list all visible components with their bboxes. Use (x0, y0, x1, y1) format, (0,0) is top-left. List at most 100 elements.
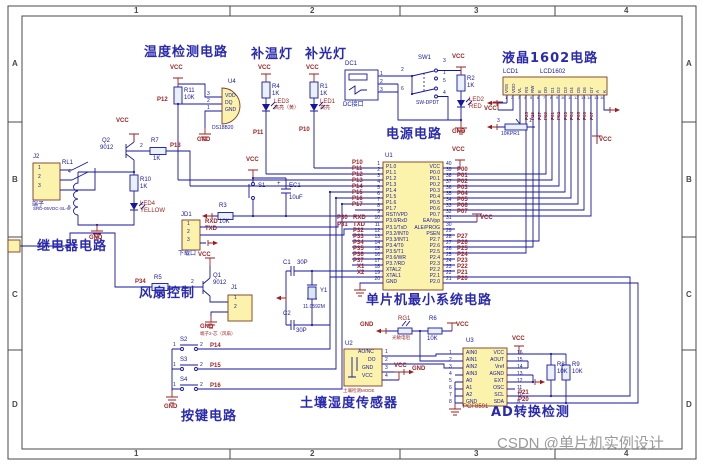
lcd-10: 10 (561, 95, 566, 100)
adc-scl: SCL (494, 392, 504, 398)
mcu-p03: P03 (457, 185, 468, 191)
adc-9: 9 (517, 399, 520, 405)
fan-vcc: VCC (198, 252, 211, 258)
led1-diode (310, 104, 318, 111)
lcd-d7: D7 (589, 87, 594, 93)
mcu-p3.1-txd: P3.1/TxD (386, 225, 407, 231)
lamps-led1: LED1 (320, 99, 336, 105)
lcd-8: 8 (550, 95, 553, 100)
download-port-3: 3 (187, 237, 190, 243)
relay-9012: 9012 (100, 145, 114, 151)
mcu-p37: P37 (353, 258, 364, 264)
lamps-vcc: VCC (258, 65, 271, 71)
reset-10uf: 10uF (289, 195, 303, 201)
mcu-p35: P35 (353, 246, 364, 252)
soil-u2-note: 土壤检测MODE (343, 388, 375, 393)
lcd-vdd: VDD (511, 83, 516, 93)
adc-1: 1 (449, 350, 452, 356)
photoresistor-rg1-note: 光敏电阻 (392, 335, 410, 340)
power-1k: 1K (467, 83, 475, 89)
lcd-d4: D4 (569, 87, 574, 93)
adc-15: 15 (517, 357, 523, 363)
crystal-circuit (275, 266, 371, 330)
mcu-p14: P14 (352, 184, 363, 190)
mcu-p1.4: P1.4 (386, 188, 397, 194)
mcu-31: 31 (446, 215, 452, 221)
mcu-p0.4: P0.4 (429, 194, 440, 200)
fan-p34: P34 (135, 279, 146, 285)
mcu-x1: X1 (357, 264, 365, 270)
lcd-1: 1 (529, 118, 532, 124)
edge-connector (7, 239, 21, 253)
photoresistor-10k: 10K (427, 336, 438, 342)
mcu-37: 37 (446, 179, 452, 185)
mcu-body (382, 161, 444, 291)
keys-s4: S4 (180, 377, 188, 383)
keys-2: 2 (200, 342, 203, 348)
lamps-p11: P11 (253, 130, 264, 136)
soil-gnd: GND (412, 366, 426, 372)
titles-title-warm-lamp: 补温灯 (251, 47, 294, 62)
temperature-u4: U4 (228, 79, 236, 85)
mcu-p0.1: P0.1 (429, 176, 440, 182)
relay-3: 3 (38, 183, 41, 189)
mcu-p17: P17 (352, 202, 363, 208)
mcu-p04: P04 (457, 191, 468, 197)
frame-zone-col-2-bottom: 2 (310, 449, 315, 458)
relay-circuit (32, 133, 191, 238)
relay-r7: R7 (151, 138, 159, 144)
mcu-27: 27 (446, 240, 452, 246)
soil-sensor (343, 348, 455, 387)
mcu-33: 33 (446, 203, 452, 209)
dc-jack-body (344, 69, 379, 101)
lcd-p03: P03 (563, 111, 568, 120)
frame-zone-row-c-left: C (12, 290, 18, 299)
lcd-15: 15 (594, 95, 599, 100)
relay-5: 5 (68, 205, 71, 211)
frame-zone-col-4-top: 4 (624, 6, 629, 15)
relay-q2: Q2 (102, 138, 111, 144)
mcu-p24: P24 (457, 252, 468, 258)
lcd-vcc: VCC (484, 106, 497, 112)
lamps-1k: 1K (272, 91, 280, 97)
adc-14: 14 (517, 364, 523, 370)
relay-yellow: YELLOW (140, 208, 166, 214)
mcu-7: 7 (377, 197, 380, 203)
photoresistor-rg1: RG1 (398, 316, 411, 322)
adc-r9: R9 (572, 362, 580, 368)
frame-zone-row-d-right: D (686, 400, 692, 409)
adc-16: 16 (517, 350, 523, 356)
soil-gnd: GND (362, 365, 374, 371)
mcu-p36: P36 (353, 252, 364, 258)
relay-1k: 1K (140, 184, 148, 190)
mcu-p01: P01 (457, 173, 468, 179)
mcu-p1.6: P1.6 (386, 200, 397, 206)
u2-body (343, 348, 383, 387)
lcd-3: 3 (518, 95, 521, 100)
j2-body (32, 162, 61, 201)
mcu-18: 18 (374, 264, 380, 270)
lamp-circuits (260, 73, 326, 174)
mcu-p26: P26 (457, 240, 468, 246)
lcd-7: 7 (543, 95, 546, 100)
power-r2: R2 (467, 76, 475, 82)
mcu-p2.6: P2.6 (429, 243, 440, 249)
temperature-gnd: GND (225, 107, 237, 113)
lcd-lcd1602: LCD1602 (540, 69, 566, 75)
mcu-19: 19 (374, 270, 380, 276)
crystal-y1: Y1 (320, 288, 328, 294)
temperature-p12: P12 (157, 97, 168, 103)
mcu-17: 17 (374, 258, 380, 264)
mcu-p2.5: P2.5 (429, 249, 440, 255)
lamps-led3: LED3 (274, 99, 290, 105)
adc-ain3: AIN3 (466, 371, 478, 377)
keys-1: 1 (173, 362, 176, 368)
relay-1k: 1K (153, 156, 161, 162)
frame-zone-col-1-bottom: 1 (134, 449, 139, 458)
keys-s2: S2 (180, 337, 188, 343)
relay-2: 2 (38, 174, 41, 180)
resistor-r3 (217, 212, 234, 220)
mcu-p3.7-rd: P3.7/RD (386, 261, 405, 267)
reset-s1: S1 (258, 183, 266, 189)
adc-3: 3 (449, 364, 452, 370)
